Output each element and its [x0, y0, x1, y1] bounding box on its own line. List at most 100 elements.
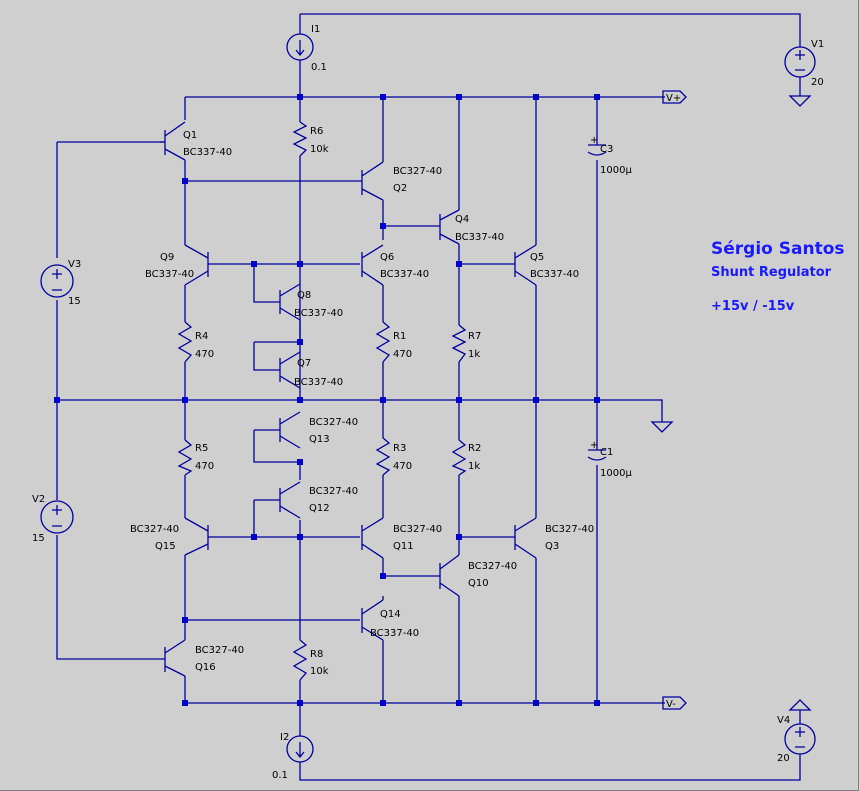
svg-text:Q9: Q9: [160, 252, 174, 263]
svg-text:Q8: Q8: [297, 290, 311, 301]
svg-text:0.1: 0.1: [311, 62, 327, 73]
svg-text:V1: V1: [811, 39, 824, 50]
title-voltage: +15v / -15v: [711, 299, 795, 314]
svg-text:+: +: [590, 440, 598, 451]
svg-text:BC337-40: BC337-40: [455, 232, 504, 243]
svg-text:470: 470: [195, 349, 214, 360]
svg-text:V2: V2: [32, 494, 45, 505]
svg-text:Q14: Q14: [380, 609, 401, 620]
transistor-q13[interactable]: BC327-40 Q13: [279, 411, 358, 449]
svg-text:Q5: Q5: [530, 252, 544, 263]
svg-text:20: 20: [811, 77, 824, 88]
resistor-r3[interactable]: R3 470: [375, 437, 412, 476]
transistor-q9[interactable]: Q9 BC337-40: [145, 244, 209, 286]
capacitor-c1[interactable]: + C1 1000µ: [587, 440, 632, 479]
current-source-i2[interactable]: I2 0.1: [272, 732, 314, 781]
transistor-q14[interactable]: Q14 BC337-40: [361, 599, 419, 641]
transistor-q3[interactable]: BC327-40 Q3: [514, 517, 594, 559]
svg-text:R8: R8: [310, 649, 323, 660]
svg-text:+: +: [590, 135, 598, 146]
svg-text:BC327-40: BC327-40: [195, 645, 244, 656]
svg-text:R6: R6: [310, 126, 323, 137]
svg-text:Q13: Q13: [309, 434, 330, 445]
resistor-r2[interactable]: R2 1k: [451, 439, 481, 476]
svg-text:C1: C1: [600, 447, 613, 458]
title-author: Sérgio Santos: [711, 239, 845, 259]
svg-text:1k: 1k: [468, 461, 480, 472]
svg-text:Q1: Q1: [183, 130, 197, 141]
transistor-q2[interactable]: BC327-40 Q2: [360, 161, 442, 201]
svg-text:BC327-40: BC327-40: [393, 524, 442, 535]
svg-text:C3: C3: [600, 144, 613, 155]
resistor-r1[interactable]: R1 470: [375, 321, 412, 363]
svg-text:1000µ: 1000µ: [600, 165, 632, 176]
transistor-q8[interactable]: Q8 BC337-40: [279, 283, 343, 321]
transistor-q1[interactable]: Q1 BC337-40: [160, 121, 232, 161]
svg-text:R1: R1: [393, 331, 406, 342]
svg-text:1000µ: 1000µ: [600, 468, 632, 479]
voltage-source-v1[interactable]: V1 20: [784, 30, 824, 88]
transistor-q10[interactable]: BC327-40 Q10: [439, 554, 517, 597]
svg-text:Q10: Q10: [468, 578, 489, 589]
svg-text:R3: R3: [393, 443, 406, 454]
transistor-q12[interactable]: BC327-40 Q12: [279, 481, 358, 519]
svg-text:V4: V4: [777, 715, 790, 726]
svg-text:20: 20: [777, 753, 790, 764]
voltage-source-v2[interactable]: V2 15: [32, 494, 74, 544]
svg-text:BC337-40: BC337-40: [294, 377, 343, 388]
transistor-q7[interactable]: Q7 BC337-40: [279, 351, 343, 389]
svg-text:BC337-40: BC337-40: [380, 269, 429, 280]
net-label-vminus[interactable]: V-: [662, 696, 687, 710]
svg-text:Q3: Q3: [545, 541, 559, 552]
transistor-q6[interactable]: Q6 BC337-40: [361, 244, 429, 286]
voltage-source-v4[interactable]: V4 20: [777, 715, 816, 764]
svg-text:470: 470: [393, 461, 412, 472]
resistor-r7[interactable]: R7 1k: [451, 324, 481, 363]
svg-text:Q6: Q6: [380, 252, 394, 263]
svg-text:BC327-40: BC327-40: [545, 524, 594, 535]
net-label-vplus[interactable]: V+: [662, 90, 687, 104]
svg-text:1k: 1k: [468, 349, 480, 360]
svg-text:470: 470: [195, 461, 214, 472]
resistor-r4[interactable]: R4 470: [177, 321, 214, 363]
svg-text:10k: 10k: [310, 666, 329, 677]
transistor-q4[interactable]: Q4 BC337-40: [439, 209, 504, 245]
svg-text:BC327-40: BC327-40: [468, 561, 517, 572]
svg-text:I1: I1: [311, 24, 320, 35]
title-subtitle: Shunt Regulator: [711, 265, 832, 280]
transistor-q11[interactable]: BC327-40 Q11: [361, 517, 442, 559]
svg-text:V3: V3: [68, 259, 81, 270]
transistor-q15[interactable]: BC327-40 Q15: [130, 517, 209, 556]
svg-text:R2: R2: [468, 443, 481, 454]
capacitor-c3[interactable]: + C3 1000µ: [587, 135, 632, 176]
svg-text:15: 15: [32, 533, 45, 544]
svg-text:15: 15: [68, 296, 81, 307]
svg-text:Q15: Q15: [155, 541, 176, 552]
svg-text:Q11: Q11: [393, 541, 414, 552]
net-label-vplus-text: V+: [666, 93, 681, 104]
svg-text:0.1: 0.1: [272, 770, 288, 781]
svg-text:BC327-40: BC327-40: [309, 417, 358, 428]
wires: [56, 13, 801, 781]
transistor-q5[interactable]: Q5 BC337-40: [514, 244, 579, 286]
transistor-q16[interactable]: BC327-40 Q16: [164, 639, 244, 677]
resistor-r6[interactable]: R6 10k: [292, 121, 329, 157]
current-source-i1[interactable]: I1 0.1: [286, 24, 327, 73]
ground-symbols: [650, 95, 812, 711]
net-label-vminus-text: V-: [666, 699, 676, 710]
svg-text:BC327-40: BC327-40: [130, 524, 179, 535]
svg-text:BC337-40: BC337-40: [145, 269, 194, 280]
resistor-r5[interactable]: R5 470: [177, 439, 214, 476]
svg-text:Q7: Q7: [297, 358, 311, 369]
svg-text:BC327-40: BC327-40: [393, 166, 442, 177]
voltage-source-v3[interactable]: V3 15: [40, 259, 81, 307]
svg-text:BC327-40: BC327-40: [309, 486, 358, 497]
svg-text:Q2: Q2: [393, 183, 407, 194]
resistor-r8[interactable]: R8 10k: [292, 639, 329, 681]
svg-text:R4: R4: [195, 331, 208, 342]
svg-text:BC337-40: BC337-40: [530, 269, 579, 280]
svg-text:Q12: Q12: [309, 503, 330, 514]
svg-text:470: 470: [393, 349, 412, 360]
